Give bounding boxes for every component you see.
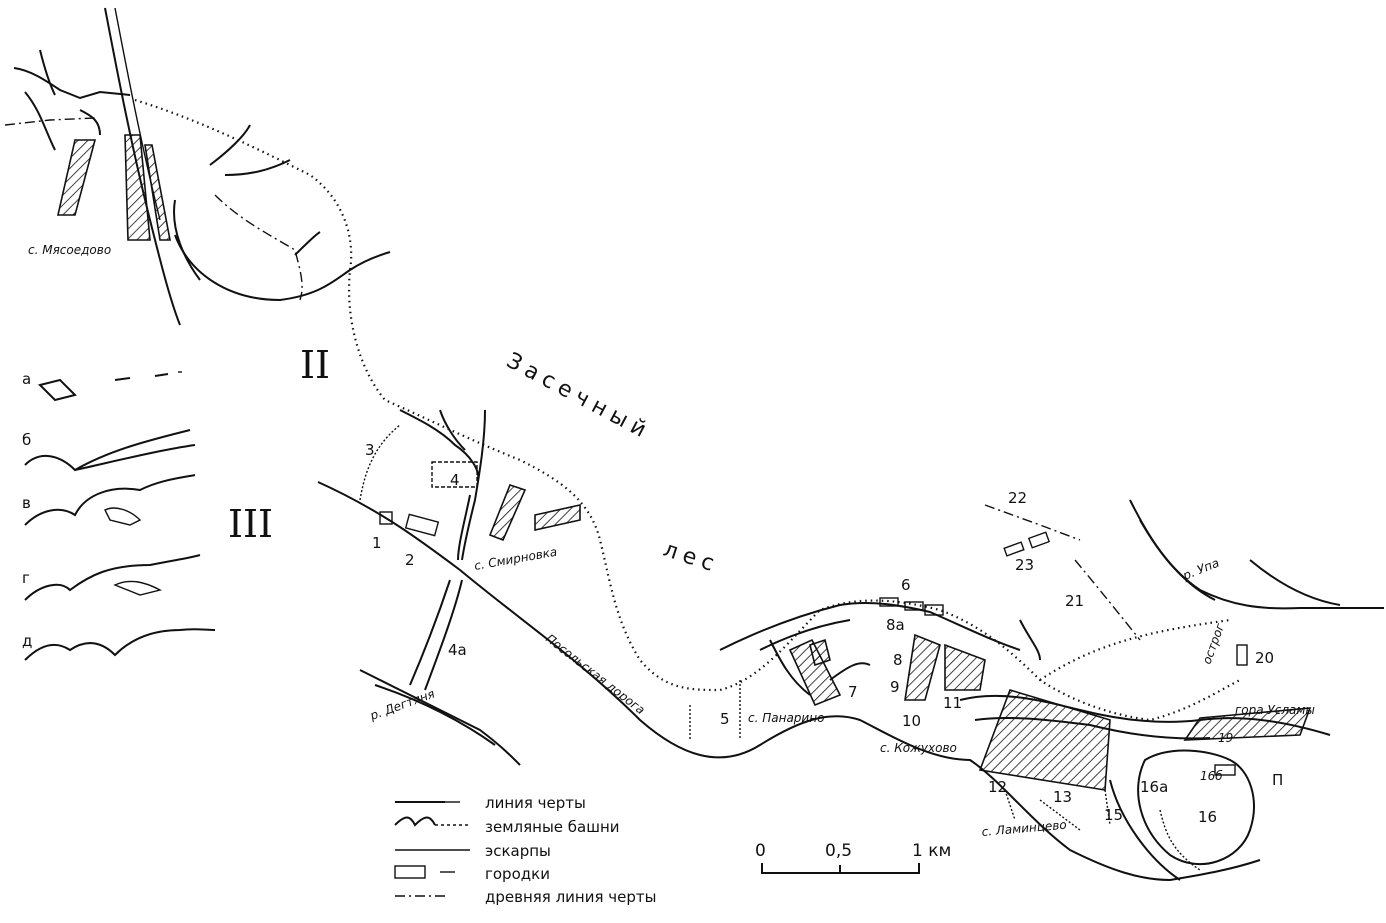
site-19: 19 bbox=[1218, 731, 1233, 745]
site-4a: 4а bbox=[448, 641, 467, 659]
settlement-kozhuhovo: с. Кожухово bbox=[880, 741, 957, 755]
legend-item-escarps: эскарпы bbox=[485, 842, 551, 860]
escarps bbox=[359, 424, 1201, 871]
site-15: 15 bbox=[1104, 806, 1123, 824]
legend: линия черты земляные башни эскарпы город… bbox=[394, 794, 656, 906]
site-11: 11 bbox=[943, 694, 962, 712]
inset-letter-v: в bbox=[22, 494, 31, 512]
settlement-gora-uslamy: гора Усламы bbox=[1235, 703, 1315, 717]
settlement-smirnovka: с. Смирновка bbox=[473, 545, 558, 573]
area-label-les: лес bbox=[660, 537, 723, 579]
site-21: 21 bbox=[1065, 592, 1084, 610]
site-16a: 16а bbox=[1140, 778, 1168, 796]
site-7: 7 bbox=[848, 683, 858, 701]
site-3: 3 bbox=[365, 441, 375, 459]
site-9: 9 bbox=[890, 678, 900, 696]
site-5: 5 bbox=[720, 710, 730, 728]
settlement-lamintsevo: с. Ламинцево bbox=[981, 818, 1067, 839]
site-10: 10 bbox=[902, 712, 921, 730]
area-label-zasechny: Засечный bbox=[502, 348, 655, 445]
settlement-blocks bbox=[56, 134, 1312, 791]
settlement-panarino: с. Панарино bbox=[748, 711, 824, 725]
legend-item-ancient-line: древняя линия черты bbox=[485, 888, 656, 906]
site-16b: 16б bbox=[1200, 769, 1223, 783]
scale-tick-1km: 1 км bbox=[912, 841, 951, 861]
site-20: 20 bbox=[1255, 649, 1274, 667]
inset-letter-a: а bbox=[22, 370, 31, 388]
river-upa: р. Упа bbox=[1180, 556, 1221, 584]
ravines bbox=[13, 7, 1384, 881]
earth-tower-icon bbox=[394, 816, 470, 827]
scale-tick-0: 0 bbox=[755, 841, 766, 861]
site-23: 23 bbox=[1015, 556, 1034, 574]
site-13: 13 bbox=[1053, 788, 1072, 806]
legend-item-line: линия черты bbox=[485, 794, 586, 812]
legend-item-forts: городки bbox=[485, 865, 550, 883]
ancient-line bbox=[4, 117, 1141, 641]
roman-numeral-iii: III bbox=[228, 502, 273, 546]
legend-item-towers: земляные башни bbox=[485, 818, 620, 836]
p-label: П bbox=[1272, 771, 1283, 789]
inset-letter-g: г bbox=[22, 569, 30, 587]
inset-letter-b: б bbox=[22, 431, 31, 449]
road-label: Посольская дорога bbox=[543, 631, 647, 717]
fort-icon bbox=[394, 865, 455, 879]
site-1: 1 bbox=[372, 534, 382, 552]
site-4: 4 bbox=[450, 471, 460, 489]
inset-letter-d: д bbox=[22, 632, 32, 650]
ostrog-label: острог bbox=[1200, 621, 1228, 666]
posolskaya-road bbox=[317, 481, 1261, 882]
site-12: 12 bbox=[988, 778, 1007, 796]
gorodki bbox=[379, 461, 1248, 776]
site-8: 8 bbox=[893, 651, 903, 669]
site-6: 6 bbox=[901, 576, 911, 594]
inset-sketches bbox=[24, 371, 216, 661]
site-2: 2 bbox=[405, 551, 415, 569]
site-22: 22 bbox=[1008, 489, 1027, 507]
scale-bar: 0 0,5 1 км bbox=[755, 841, 951, 874]
zaseka-line bbox=[134, 98, 1241, 722]
settlement-myasoedovo: с. Мясоедово bbox=[28, 243, 111, 257]
site-16: 16 bbox=[1198, 808, 1217, 826]
scale-tick-half: 0,5 bbox=[825, 841, 852, 861]
site-8a: 8а bbox=[886, 616, 905, 634]
roman-numeral-ii: II bbox=[300, 343, 330, 387]
